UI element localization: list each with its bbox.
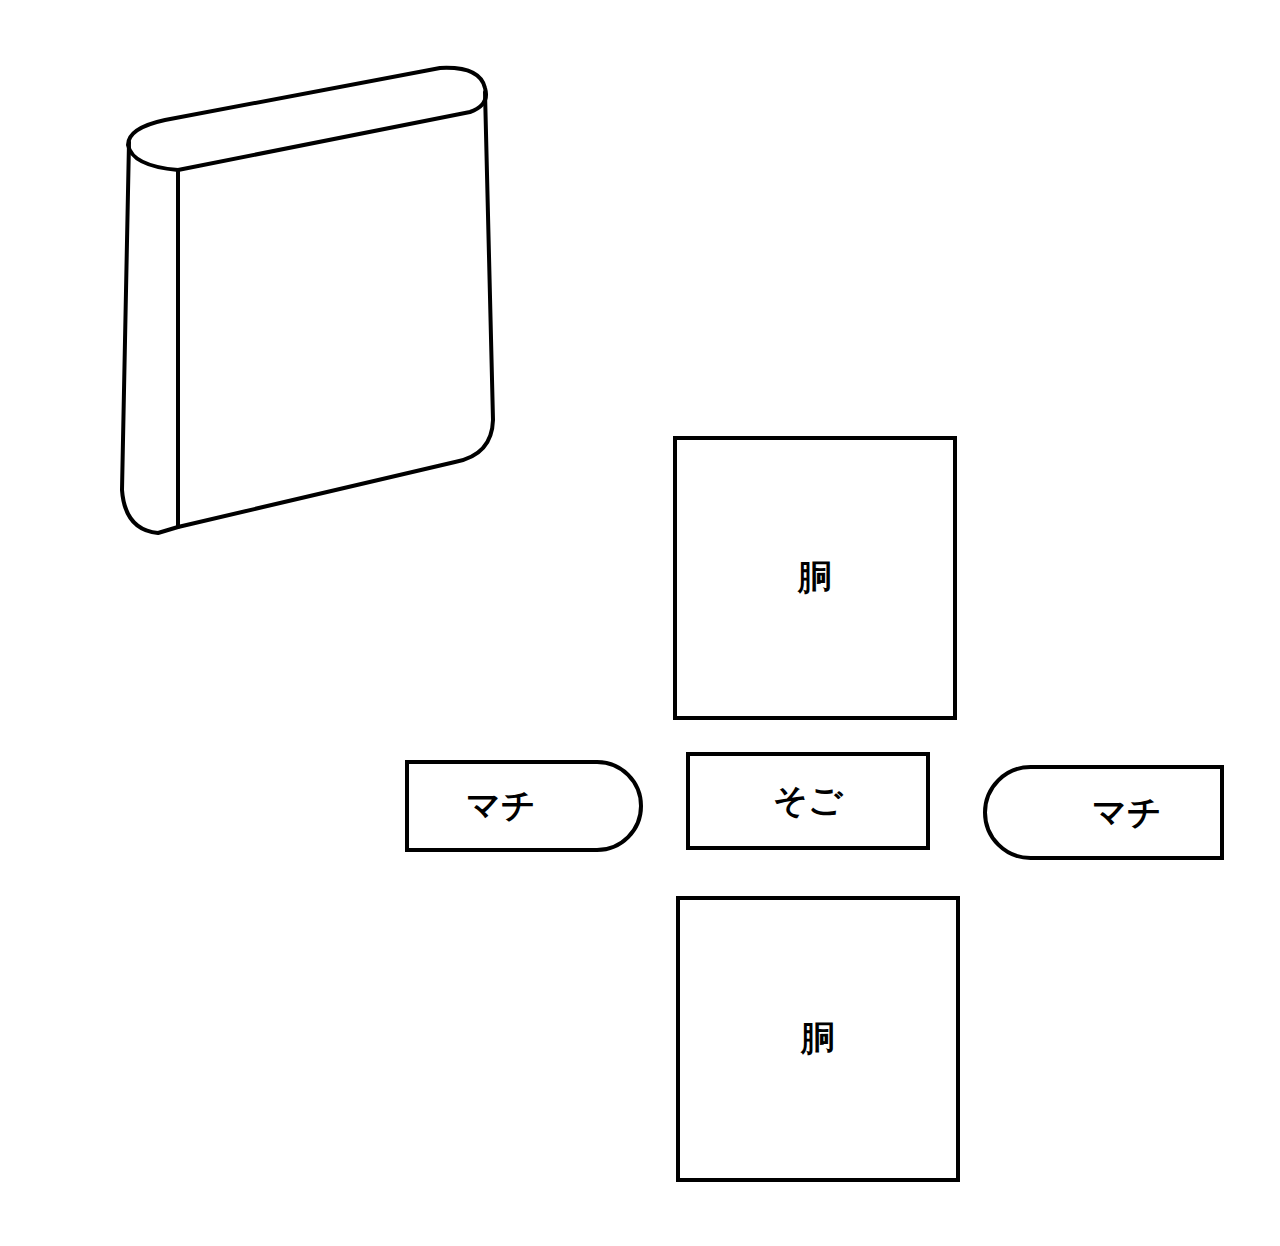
piece-label: そご [773, 782, 843, 819]
bag-top [128, 68, 486, 170]
piece-label: 胴 [798, 559, 832, 596]
gusset-piece: マチ [983, 765, 1224, 860]
bag-front [178, 92, 493, 527]
bag-side [122, 142, 178, 533]
piece-label: 胴 [801, 1020, 835, 1057]
pattern-piece: そご [686, 752, 930, 850]
pattern-piece: 胴 [673, 436, 957, 720]
gusset-outline-path [407, 762, 641, 850]
gusset-piece: マチ [405, 760, 643, 852]
piece-label: マチ [466, 787, 536, 824]
pattern-piece: 胴 [676, 896, 960, 1182]
piece-label: マチ [1092, 794, 1162, 831]
gusset-outline-path [985, 767, 1222, 858]
